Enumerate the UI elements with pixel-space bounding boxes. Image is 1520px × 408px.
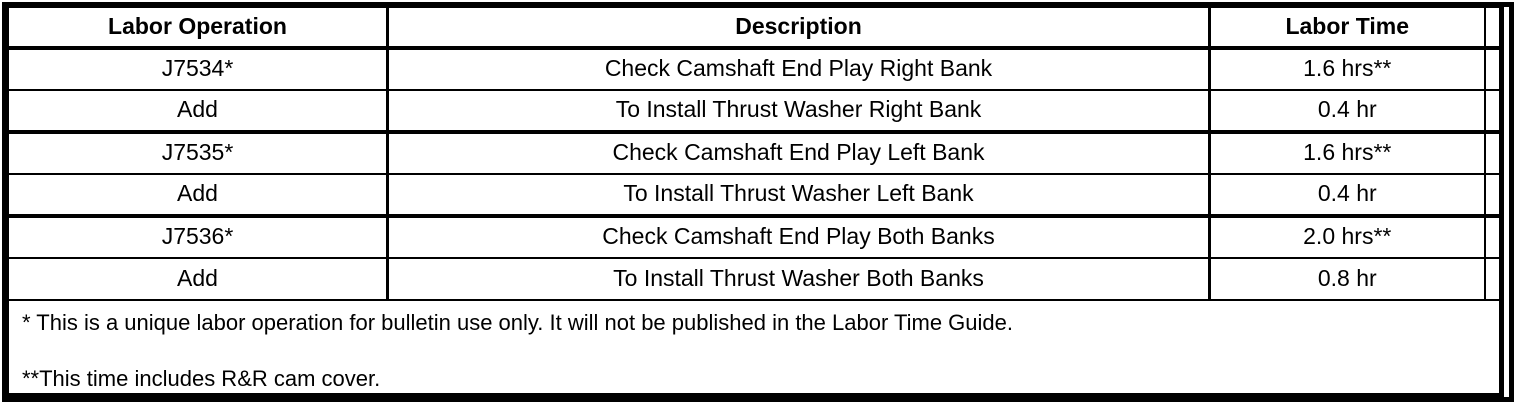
spacer-cell bbox=[1484, 131, 1502, 175]
table-row-add-right: Add To Install Thrust Washer Right Bank … bbox=[6, 89, 1502, 134]
cell-labor-operation: J7534* bbox=[6, 47, 389, 91]
spacer-cell bbox=[1484, 47, 1502, 91]
cell-labor-time: 0.4 hr bbox=[1209, 89, 1486, 134]
spacer-cell bbox=[1484, 173, 1502, 218]
cell-labor-time: 0.4 hr bbox=[1209, 173, 1486, 218]
footnote-rr-cam-cover: **This time includes R&R cam cover. bbox=[22, 365, 381, 391]
spacer-cell bbox=[1484, 257, 1502, 301]
header-labor-time: Labor Time bbox=[1209, 5, 1486, 50]
labor-time-table: Labor Operation Description Labor Time J… bbox=[4, 3, 1504, 398]
table-row-add-left: Add To Install Thrust Washer Left Bank 0… bbox=[6, 173, 1502, 218]
cell-description: To Install Thrust Washer Left Bank bbox=[387, 173, 1211, 218]
cell-labor-operation: Add bbox=[6, 89, 389, 134]
cell-labor-time: 0.8 hr bbox=[1209, 257, 1486, 301]
cell-labor-operation: Add bbox=[6, 173, 389, 218]
cell-labor-operation: Add bbox=[6, 257, 389, 301]
table-row-j7535: J7535* Check Camshaft End Play Left Bank… bbox=[6, 131, 1502, 175]
cell-description: Check Camshaft End Play Left Bank bbox=[387, 131, 1211, 175]
cell-labor-operation: J7536* bbox=[6, 215, 389, 259]
cell-description: To Install Thrust Washer Right Bank bbox=[387, 89, 1211, 134]
cell-description: Check Camshaft End Play Right Bank bbox=[387, 47, 1211, 91]
table-row-j7536: J7536* Check Camshaft End Play Both Bank… bbox=[6, 215, 1502, 259]
cell-labor-operation: J7535* bbox=[6, 131, 389, 175]
header-spacer-cell bbox=[1484, 5, 1502, 50]
header-labor-operation: Labor Operation bbox=[6, 5, 389, 50]
table-header-row: Labor Operation Description Labor Time bbox=[6, 5, 1502, 50]
footnote-unique-labor-operation: * This is a unique labor operation for b… bbox=[22, 309, 1013, 335]
table-row-add-both: Add To Install Thrust Washer Both Banks … bbox=[6, 257, 1502, 301]
cell-labor-time: 1.6 hrs** bbox=[1209, 131, 1486, 175]
table-row-j7534: J7534* Check Camshaft End Play Right Ban… bbox=[6, 47, 1502, 91]
spacer-cell bbox=[1484, 215, 1502, 259]
cell-labor-time: 2.0 hrs** bbox=[1209, 215, 1486, 259]
spacer-cell bbox=[1484, 89, 1502, 134]
table-footnotes-row: * This is a unique labor operation for b… bbox=[7, 300, 1502, 396]
footnotes-cell: * This is a unique labor operation for b… bbox=[7, 300, 1502, 396]
header-description: Description bbox=[387, 5, 1211, 50]
cell-description: To Install Thrust Washer Both Banks bbox=[387, 257, 1211, 301]
cell-description: Check Camshaft End Play Both Banks bbox=[387, 215, 1211, 259]
cell-labor-time: 1.6 hrs** bbox=[1209, 47, 1486, 91]
